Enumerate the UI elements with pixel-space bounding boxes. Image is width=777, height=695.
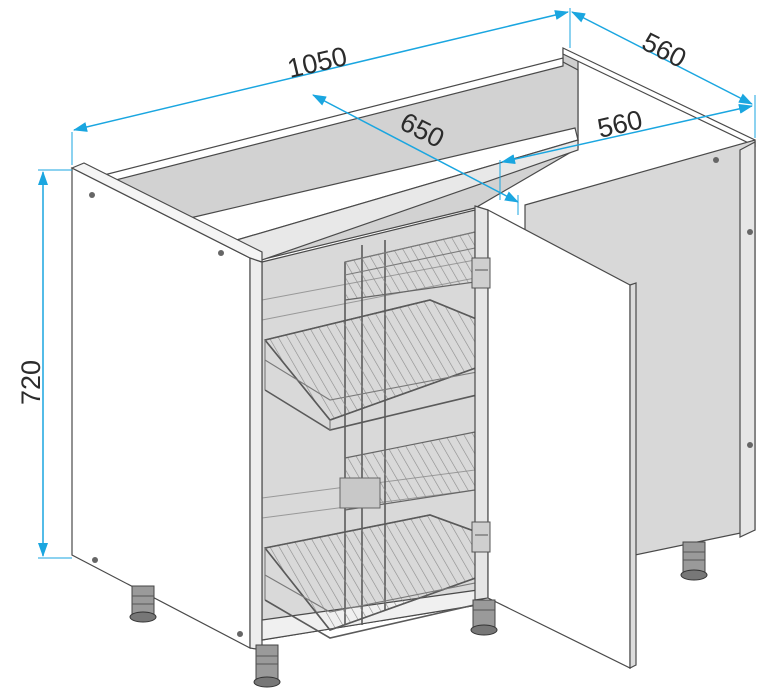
screw-dot (713, 157, 719, 163)
lower-back-basket (339, 431, 476, 511)
left-side-front-edge (249, 257, 263, 651)
leg-middle (470, 599, 498, 636)
leg-front-center (253, 644, 281, 688)
door-front-edge (629, 282, 637, 669)
hinge-bottom (471, 521, 491, 553)
dim-label-height: 720 (16, 360, 46, 405)
screw-dot (747, 442, 753, 448)
left-side-top-edge (70, 162, 263, 263)
leg-front-left (129, 585, 157, 623)
cabinet-door (471, 205, 637, 669)
dimension-720: 720 (16, 169, 72, 559)
dim-label-width: 1050 (285, 41, 350, 84)
door-panel (487, 209, 631, 669)
upper-back-basket (344, 231, 476, 301)
right-side-front-edge (739, 141, 756, 538)
leg-right-back (680, 541, 708, 581)
dim-label-inner-width: 560 (595, 104, 646, 143)
screw-dot (747, 229, 753, 235)
dim-label-depth-right: 560 (637, 27, 691, 74)
hinge-top (471, 257, 491, 289)
